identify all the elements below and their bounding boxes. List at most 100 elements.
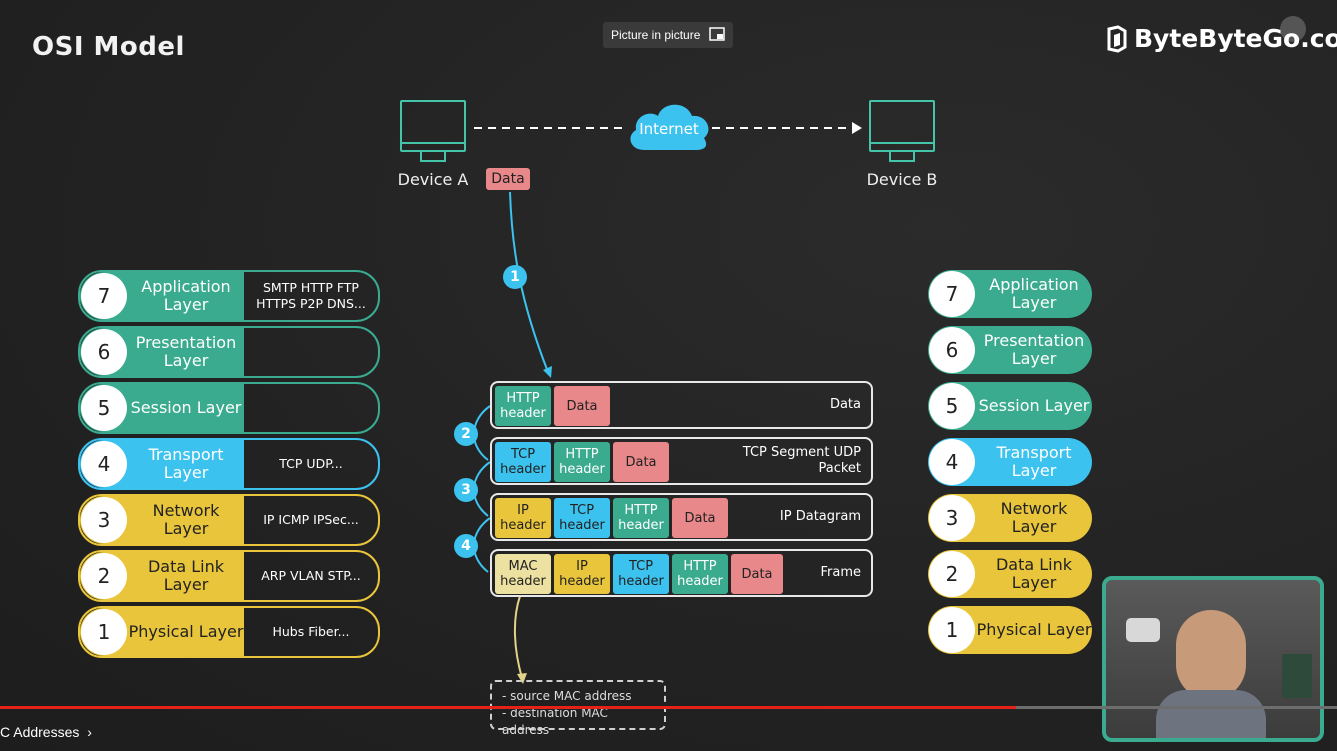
device-a-label: Device A [397, 170, 469, 189]
video-progress-bar[interactable] [0, 706, 1337, 709]
presenter-face [1176, 610, 1246, 700]
layer-protocols: SMTP HTTP FTP HTTPS P2P DNS... [256, 280, 366, 311]
step-badge-4: 4 [454, 534, 478, 558]
layer-number: 4 [81, 441, 127, 487]
tcp-header-block: TCP header [495, 442, 551, 482]
arrow-head-icon [852, 122, 862, 134]
data-block: Data [731, 554, 783, 594]
step-badge-2: 2 [454, 422, 478, 446]
encap-row-segment: TCP header HTTP header Data TCP Segment … [490, 437, 873, 485]
data-tag: Data [486, 168, 530, 190]
layer-protocols: TCP UDP... [279, 456, 343, 471]
encap-label: Frame [820, 565, 861, 580]
layer-protocols: IP ICMP IPSec... [263, 512, 359, 527]
layer-name: Application Layer [141, 277, 231, 314]
internet-cloud-icon [630, 104, 709, 150]
video-progress-fill [0, 706, 1017, 709]
picture-in-picture-button[interactable]: Picture in picture [603, 22, 733, 48]
layer-number: 1 [929, 607, 975, 653]
encap-row-datagram: IP header TCP header HTTP header Data IP… [490, 493, 873, 541]
layer-number: 2 [81, 553, 127, 599]
ip-header-block: IP header [495, 498, 551, 538]
monitor-stand [889, 152, 915, 162]
layer-name: Data Link Layer [147, 557, 225, 594]
tcp-header-block: TCP header [554, 498, 610, 538]
left-layer-3: 3 Network Layer IP ICMP IPSec... [78, 494, 380, 546]
presenter-camera [1102, 576, 1324, 742]
monitor-stand [420, 152, 446, 162]
step-badge-3: 3 [454, 478, 478, 502]
right-layer-4: 4 Transport Layer [928, 438, 1092, 486]
layer-name: Application Layer [989, 275, 1079, 312]
layer-number: 7 [929, 271, 975, 317]
layer-number: 5 [81, 385, 127, 431]
layer-name: Data Link Layer [995, 555, 1073, 592]
pip-icon [709, 26, 725, 44]
layer-name: Network Layer [152, 501, 220, 538]
brand-logo-text: ByteByteGo.com [1134, 24, 1337, 53]
data-block: Data [554, 386, 610, 426]
book-icon [1282, 654, 1312, 698]
mac-address-note: - source MAC address - destination MAC a… [490, 680, 666, 737]
right-layer-2: 2 Data Link Layer [928, 550, 1092, 598]
step-badge-1: 1 [503, 265, 527, 289]
layer-number: 3 [81, 497, 127, 543]
left-layer-4: 4 Transport Layer TCP UDP... [78, 438, 380, 490]
right-layer-1: 1 Physical Layer [928, 606, 1092, 654]
tcp-header-block: TCP header [613, 554, 669, 594]
left-layer-5: 5 Session Layer [78, 382, 380, 434]
layer-name: Transport Layer [996, 443, 1072, 480]
layer-name: Session Layer [130, 398, 242, 417]
left-layer-1: 1 Physical Layer Hubs Fiber... [78, 606, 380, 658]
flow-path-mac [513, 595, 523, 679]
layer-name: Physical Layer [976, 620, 1092, 639]
channel-avatar-icon[interactable] [1280, 16, 1306, 42]
pip-label: Picture in picture [611, 28, 701, 42]
layer-name: Presentation Layer [983, 331, 1085, 368]
ip-header-block: IP header [554, 554, 610, 594]
layer-number: 3 [929, 495, 975, 541]
right-layer-5: 5 Session Layer [928, 382, 1092, 430]
encap-label: IP Datagram [779, 509, 861, 524]
brand-logo: ByteByteGo.com [1106, 24, 1337, 53]
layer-name: Network Layer [1000, 499, 1068, 536]
layer-number: 2 [929, 551, 975, 597]
encap-row-frame: MAC header IP header TCP header HTTP hea… [490, 549, 873, 597]
left-layer-7: 7 Application Layer SMTP HTTP FTP HTTPS … [78, 270, 380, 322]
mac-header-block: MAC header [495, 554, 551, 594]
data-block: Data [613, 442, 669, 482]
layer-protocols: ARP VLAN STP... [261, 568, 361, 583]
encap-row-data: HTTP header Data Data [490, 381, 873, 429]
layer-number: 1 [81, 609, 127, 655]
right-layer-3: 3 Network Layer [928, 494, 1092, 542]
arrow-head-icon [517, 673, 527, 684]
http-header-block: HTTP header [672, 554, 728, 594]
layer-name: Presentation Layer [135, 333, 237, 370]
encap-label: TCP Segment UDP Packet [742, 445, 861, 476]
mac-note-line: - source MAC address [502, 689, 632, 703]
layer-number: 6 [929, 327, 975, 373]
internet-label: Internet [639, 120, 699, 138]
layer-name: Session Layer [978, 396, 1090, 415]
http-header-block: HTTP header [613, 498, 669, 538]
chapter-title[interactable]: C Addresses › [0, 724, 92, 740]
monitor-icon [400, 100, 466, 152]
layer-number: 6 [81, 329, 127, 375]
layer-number: 4 [929, 439, 975, 485]
left-layer-2: 2 Data Link Layer ARP VLAN STP... [78, 550, 380, 602]
mac-note-line: - destination MAC address [502, 706, 608, 737]
layer-number: 7 [81, 273, 127, 319]
monitor-icon [869, 100, 935, 152]
layer-protocols: Hubs Fiber... [272, 624, 350, 639]
arrow-head-icon [543, 366, 552, 378]
bytebytego-logo-icon [1107, 24, 1127, 53]
presenter-shirt [1156, 690, 1266, 738]
play-button-plaque-icon [1126, 618, 1160, 642]
http-header-block: HTTP header [495, 386, 551, 426]
left-layer-6: 6 Presentation Layer [78, 326, 380, 378]
layer-number: 5 [929, 383, 975, 429]
chapter-title-text: C Addresses [0, 724, 80, 740]
right-layer-6: 6 Presentation Layer [928, 326, 1092, 374]
encap-label: Data [829, 397, 861, 412]
